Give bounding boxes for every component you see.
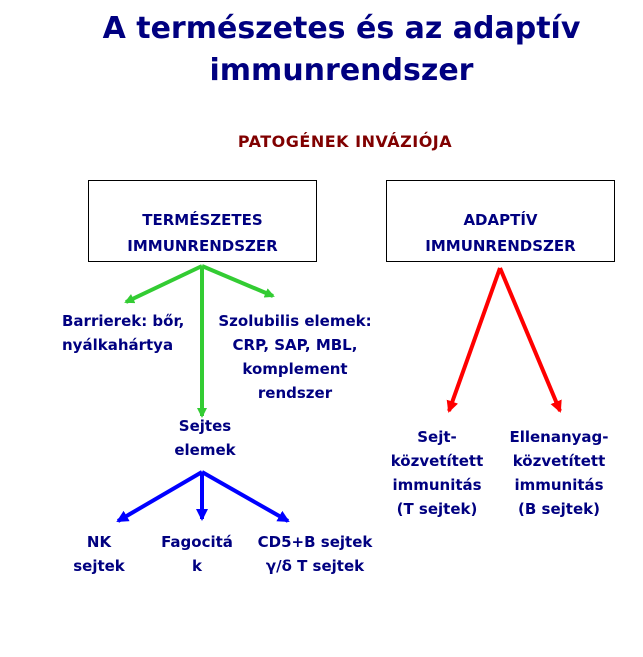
barriers-label: Barrierek: bőr, nyálkahártya bbox=[62, 312, 185, 354]
arrow-to-cell-mediated bbox=[446, 267, 502, 413]
cellular-elements-label: Sejtes elemek bbox=[174, 417, 236, 459]
nk-cells-label: NK sejtek bbox=[73, 533, 125, 575]
arrow-to-antibody-mediated bbox=[498, 267, 562, 413]
arrow-to-barriers bbox=[124, 264, 203, 304]
cell-mediated-immunity-label: Sejt- közvetített immunitás (T sejtek) bbox=[390, 428, 484, 518]
innate-box-line-2: IMMUNRENDSZER bbox=[127, 237, 278, 255]
page-title-line-1: A természetes és az adaptív bbox=[102, 11, 581, 46]
innate-box-line-1: TERMÉSZETES bbox=[142, 211, 263, 229]
page-title-line-2: immunrendszer bbox=[209, 53, 474, 88]
adaptive-immune-system-box: ADAPTÍV IMMUNRENDSZER bbox=[386, 180, 615, 262]
arrow-to-nk bbox=[116, 470, 204, 523]
phagocytes-label: Fagocitá k bbox=[161, 533, 233, 575]
adaptive-box-line-2: IMMUNRENDSZER bbox=[425, 237, 576, 255]
arrow-to-soluble bbox=[201, 264, 275, 298]
arrow-to-cd5 bbox=[201, 470, 290, 523]
antibody-mediated-immunity-label: Ellenanyag- közvetített immunitás (B sej… bbox=[509, 428, 609, 518]
innate-immune-system-box: TERMÉSZETES IMMUNRENDSZER bbox=[88, 180, 317, 262]
cd5-b-cells-label: CD5+B sejtek γ/δ T sejtek bbox=[257, 533, 373, 575]
adaptive-box-line-1: ADAPTÍV bbox=[463, 211, 538, 229]
subtitle: PATOGÉNEK INVÁZIÓJA bbox=[237, 132, 453, 151]
soluble-elements-label: Szolubilis elemek: CRP, SAP, MBL, komple… bbox=[218, 312, 372, 402]
